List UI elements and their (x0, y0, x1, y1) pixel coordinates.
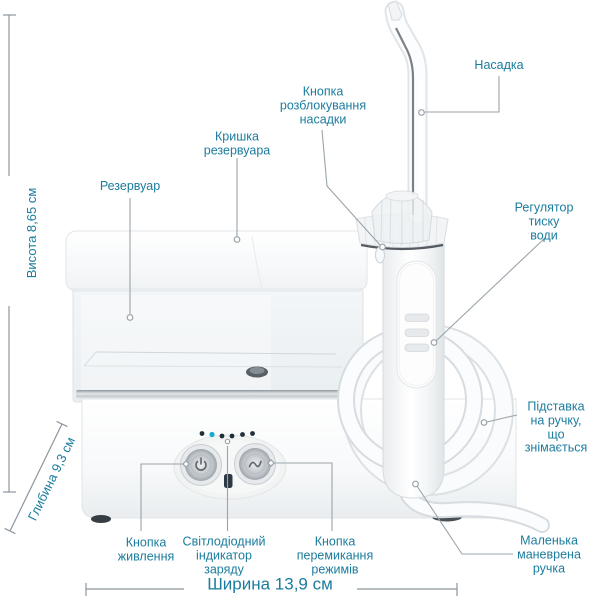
silver-trim (76, 390, 360, 399)
nozzle (384, 0, 428, 225)
height-dimension-line (3, 14, 16, 493)
led-dot (250, 431, 255, 436)
power-button (180, 444, 222, 486)
led-dot (199, 431, 205, 436)
led-dot (229, 433, 235, 439)
tank-knob (246, 366, 268, 378)
dimension-height: Висота 8,65 см (23, 187, 39, 279)
width-dimension-line (85, 583, 458, 596)
charge-port (224, 474, 233, 488)
label-reservoir-lid: Кришка резервуара (203, 129, 271, 157)
label-mode-button: Кнопка перемикання режимів (296, 534, 374, 576)
pressure-regulator-slider (396, 260, 437, 389)
power-icon (195, 457, 207, 471)
leader-lines (129, 76, 547, 555)
base-foot (91, 515, 111, 523)
led-dot (219, 433, 225, 439)
mode-icon (248, 460, 262, 468)
led-dot-active (209, 431, 215, 438)
dimension-lines (3, 14, 458, 596)
label-small-handle: Маленька маневрена ручка (517, 533, 581, 575)
dimension-width: Ширина 13,9 см (199, 575, 341, 595)
led-dot (240, 432, 245, 437)
mode-button (234, 443, 276, 485)
reservoir-tank (72, 288, 364, 403)
label-handle-stand: Підставка на ручку, що знімається (524, 399, 588, 455)
label-led-indicator: Світлодіодний індикатор заряду (182, 534, 266, 576)
nozzle-base (371, 190, 433, 245)
label-power-button: Кнопка живлення (117, 535, 175, 563)
depth-dimension-line (4, 420, 68, 535)
led-charge-indicator (199, 431, 255, 439)
reservoir-lid (65, 230, 368, 292)
nozzle-tip (387, 0, 403, 21)
label-reservoir: Резервуар (99, 179, 161, 194)
label-nozzle-release: Кнопка розблокування насадки (279, 84, 367, 126)
leader-dots (126, 109, 488, 488)
control-panel (173, 431, 287, 500)
label-nozzle: Насадка (474, 58, 524, 73)
label-pressure-regulator: Регулятор тиску води (514, 200, 574, 242)
